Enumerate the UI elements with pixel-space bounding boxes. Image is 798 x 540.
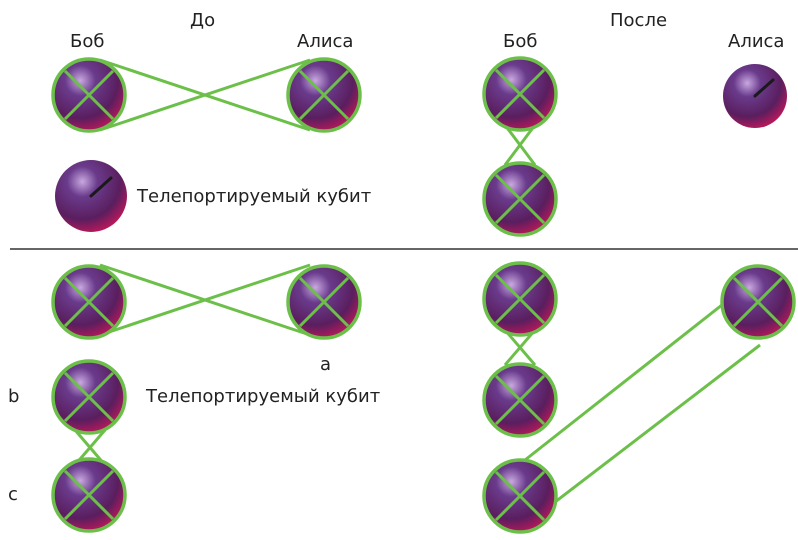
entangled-qubit-icon [482,362,558,438]
link-top-right-bob-2 [503,124,537,166]
entangled-qubit-icon [51,57,127,133]
entangled-qubit-icon [482,261,558,337]
teleported-qubit-label-top: Телепортируемый кубит [136,186,371,207]
link-bottom-right-1-2-2 [503,329,537,366]
entanglement-links [73,58,761,527]
bob-label-left: Боб [70,31,104,52]
entangled-qubit-icon [51,359,127,435]
marker-a: a [320,354,331,375]
entangled-qubit-icon [482,161,558,237]
marker-b: b [8,386,19,407]
entangled-qubit-icon [720,264,796,340]
bob-label-right: Боб [503,31,537,52]
alice-label-right: Алиса [728,31,784,52]
link-top-bob-alice-2 [99,58,311,132]
entangled-qubit-icon [286,57,362,133]
qubit-icon [55,160,127,232]
teleported-qubit-label-bottom: Телепортируемый кубит [145,386,380,407]
qubit-icon [723,64,787,128]
entangled-qubit-icon [482,56,558,132]
link-bottom-bob-alice-2 [99,263,311,337]
entangled-qubit-icon [51,457,127,533]
marker-c: c [8,484,18,505]
entangled-qubit-icon [482,458,558,534]
link-bottom-right-bob-alice-2 [524,343,761,527]
entangled-qubit-icon [286,264,362,340]
after-label: После [610,10,667,31]
before-label: До [190,10,215,31]
alice-label-left: Алиса [297,31,353,52]
entangled-qubit-icon [51,264,127,340]
